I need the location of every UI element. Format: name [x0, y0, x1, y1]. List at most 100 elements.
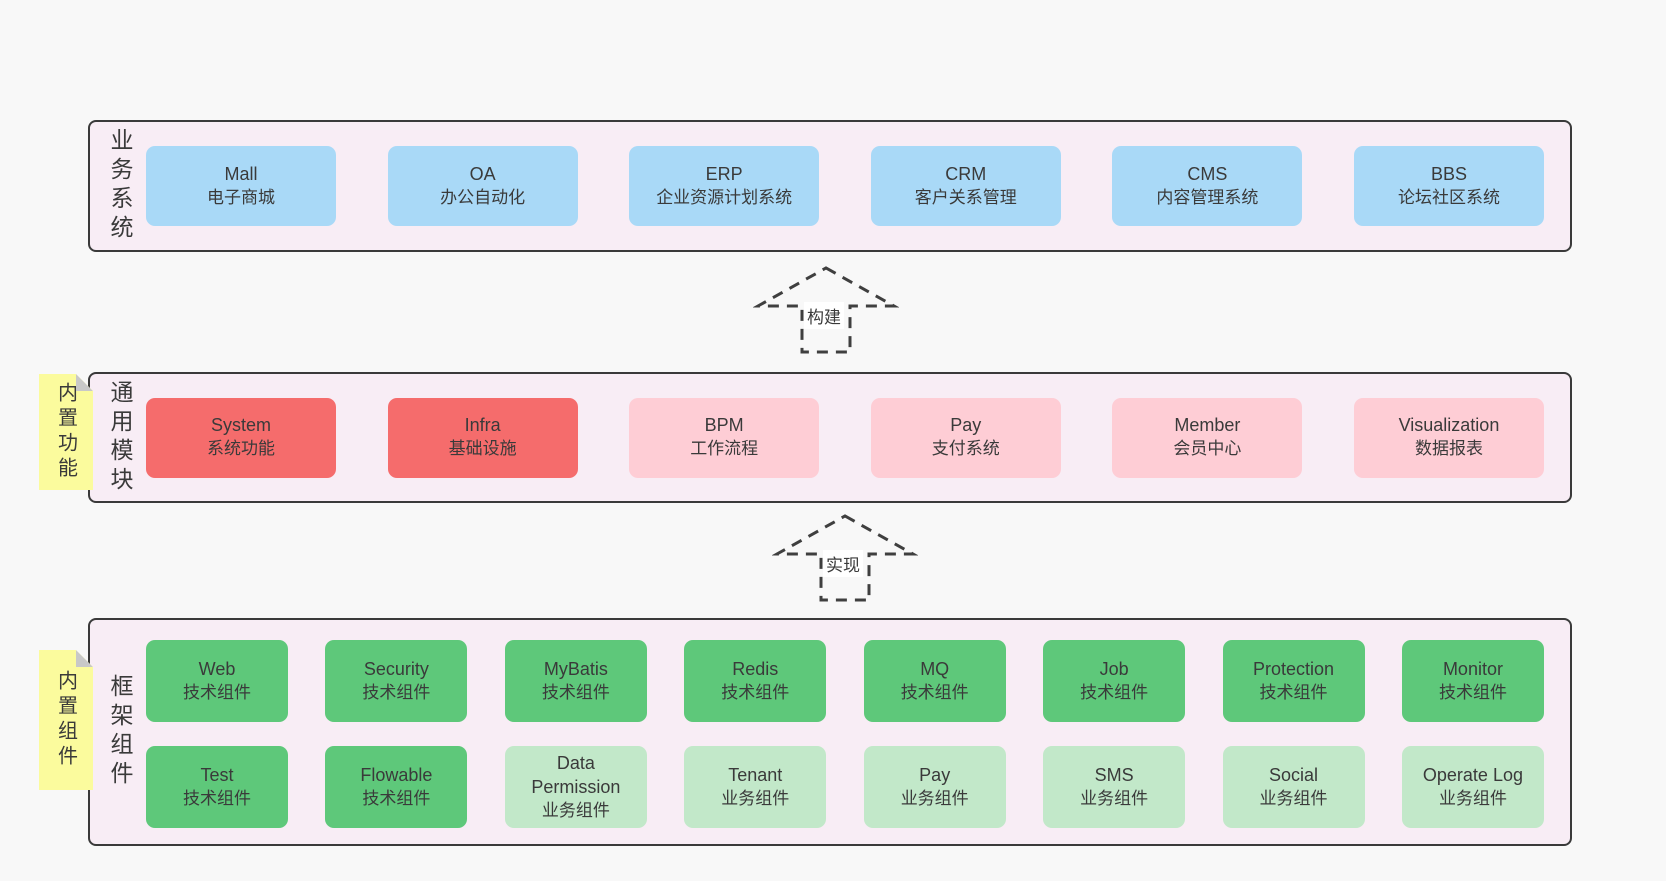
box-title: Visualization: [1398, 415, 1500, 436]
box-title: Tenant: [728, 764, 783, 785]
box-title: MyBatis: [543, 658, 608, 679]
box-title: Job: [1099, 658, 1129, 679]
box-subtitle: 会员中心: [1173, 439, 1242, 459]
box-oa: OA 办公自动化: [387, 146, 578, 226]
box-title: Pay: [950, 415, 982, 436]
box-crm: CRM 客户关系管理: [870, 146, 1061, 226]
box-subtitle: 论坛社区系统: [1397, 187, 1500, 207]
sticky-note-text: 内置功能: [54, 382, 77, 482]
box-visualization: Visualization 数据报表: [1353, 397, 1544, 478]
box-social: Social 业务组件: [1222, 746, 1365, 828]
framework-components-row-2: Test 技术组件 Flowable 技术组件 Data Permission …: [146, 746, 1544, 828]
box-erp: ERP 企业资源计划系统: [629, 146, 820, 226]
box-subtitle: 支付系统: [931, 439, 1000, 459]
box-bbs: BBS 论坛社区系统: [1353, 146, 1544, 226]
box-test: Test 技术组件: [146, 746, 288, 828]
box-cms: CMS 内容管理系统: [1112, 146, 1303, 226]
box-mybatis: MyBatis 技术组件: [504, 640, 647, 722]
box-subtitle: 客户关系管理: [914, 187, 1017, 207]
box-subtitle: 业务组件: [1080, 788, 1149, 808]
box-title: Data Permission: [531, 753, 621, 797]
box-system: System 系统功能: [146, 397, 336, 478]
box-title: Social: [1269, 764, 1319, 785]
box-redis: Redis 技术组件: [684, 640, 827, 722]
box-subtitle: 技术组件: [183, 682, 251, 702]
box-operate-log: Operate Log 业务组件: [1401, 746, 1544, 828]
dashed-up-arrow-icon: [753, 266, 899, 354]
box-title: Flowable: [360, 764, 433, 785]
band-label-common-modules: 通用模块: [107, 379, 133, 496]
band-framework-components: 框架组件 Web 技术组件 Security 技术组件 MyBatis 技术组件…: [88, 618, 1572, 846]
box-subtitle: 技术组件: [721, 682, 790, 702]
box-title: Monitor: [1442, 658, 1503, 679]
box-title: BPM: [704, 415, 744, 436]
sticky-note-built-in-components: 内置组件: [39, 650, 93, 790]
box-subtitle: 技术组件: [362, 682, 431, 702]
box-web: Web 技术组件: [146, 640, 288, 722]
box-security: Security 技术组件: [325, 640, 468, 722]
box-bpm: BPM 工作流程: [629, 397, 820, 478]
box-subtitle: 技术组件: [183, 788, 251, 808]
box-title: Redis: [732, 658, 779, 679]
box-subtitle: 工作流程: [690, 439, 759, 459]
box-title: Security: [363, 658, 429, 679]
box-member: Member 会员中心: [1112, 397, 1303, 478]
box-title: CMS: [1187, 163, 1228, 184]
box-title: Web: [198, 658, 236, 679]
box-title: Member: [1174, 415, 1241, 436]
box-protection: Protection 技术组件: [1222, 640, 1365, 722]
box-pay: Pay 支付系统: [870, 397, 1061, 478]
box-title: Infra: [464, 415, 501, 436]
box-title: Operate Log: [1422, 764, 1523, 785]
band-business-systems: 业务系统 Mall 电子商城 OA 办公自动化 ERP 企业资源计划系统 CRM…: [88, 120, 1572, 252]
common-modules-row: System 系统功能 Infra 基础设施 BPM 工作流程 Pay 支付系统…: [146, 397, 1544, 478]
band-common-modules: 通用模块 System 系统功能 Infra 基础设施 BPM 工作流程 Pay…: [88, 372, 1572, 503]
band-label-business-systems: 业务系统: [107, 128, 133, 244]
arrow-build-label: 构建: [804, 302, 844, 329]
box-subtitle: 电子商城: [207, 187, 275, 207]
arrow-implement: 实现: [772, 512, 918, 604]
sticky-note-text: 内置组件: [54, 670, 77, 770]
box-subtitle: 技术组件: [1438, 682, 1507, 702]
box-subtitle: 技术组件: [541, 682, 610, 702]
arrow-build: 构建: [753, 264, 899, 356]
box-flowable: Flowable 技术组件: [325, 746, 468, 828]
box-subtitle: 业务组件: [1438, 788, 1507, 808]
box-mall: Mall 电子商城: [146, 146, 336, 226]
box-subtitle: 业务组件: [541, 800, 610, 820]
box-job: Job 技术组件: [1043, 640, 1186, 722]
box-subtitle: 数据报表: [1414, 439, 1483, 459]
box-mq: MQ 技术组件: [863, 640, 1006, 722]
box-title: CRM: [945, 163, 987, 184]
box-title: Mall: [224, 163, 258, 184]
box-title: MQ: [920, 658, 950, 679]
box-tenant: Tenant 业务组件: [684, 746, 827, 828]
framework-components-row-1: Web 技术组件 Security 技术组件 MyBatis 技术组件 Redi…: [146, 640, 1544, 722]
box-subtitle: 企业资源计划系统: [656, 187, 793, 207]
box-subtitle: 业务组件: [1259, 788, 1328, 808]
dashed-up-arrow-icon: [772, 514, 918, 602]
box-subtitle: 技术组件: [1080, 682, 1149, 702]
box-title: SMS: [1094, 764, 1134, 785]
box-title: Protection: [1253, 658, 1335, 679]
business-systems-row: Mall 电子商城 OA 办公自动化 ERP 企业资源计划系统 CRM 客户关系…: [146, 146, 1544, 226]
box-subtitle: 技术组件: [362, 788, 431, 808]
box-title: ERP: [705, 163, 743, 184]
box-sms: SMS 业务组件: [1043, 746, 1186, 828]
box-infra: Infra 基础设施: [387, 397, 578, 478]
box-title: BBS: [1430, 163, 1467, 184]
box-title: Test: [200, 764, 234, 785]
box-title: System: [210, 415, 271, 436]
box-subtitle: 系统功能: [207, 439, 275, 459]
box-title: Pay: [919, 764, 951, 785]
box-subtitle: 技术组件: [900, 682, 969, 702]
sticky-note-built-in-features: 内置功能: [39, 374, 93, 490]
box-title: OA: [469, 163, 496, 184]
band-label-framework-components: 框架组件: [107, 674, 133, 790]
box-pay-business: Pay 业务组件: [863, 746, 1006, 828]
box-subtitle: 业务组件: [721, 788, 790, 808]
box-subtitle: 业务组件: [900, 788, 969, 808]
box-subtitle: 基础设施: [448, 439, 517, 459]
arrow-implement-label: 实现: [823, 550, 863, 577]
box-monitor: Monitor 技术组件: [1401, 640, 1544, 722]
